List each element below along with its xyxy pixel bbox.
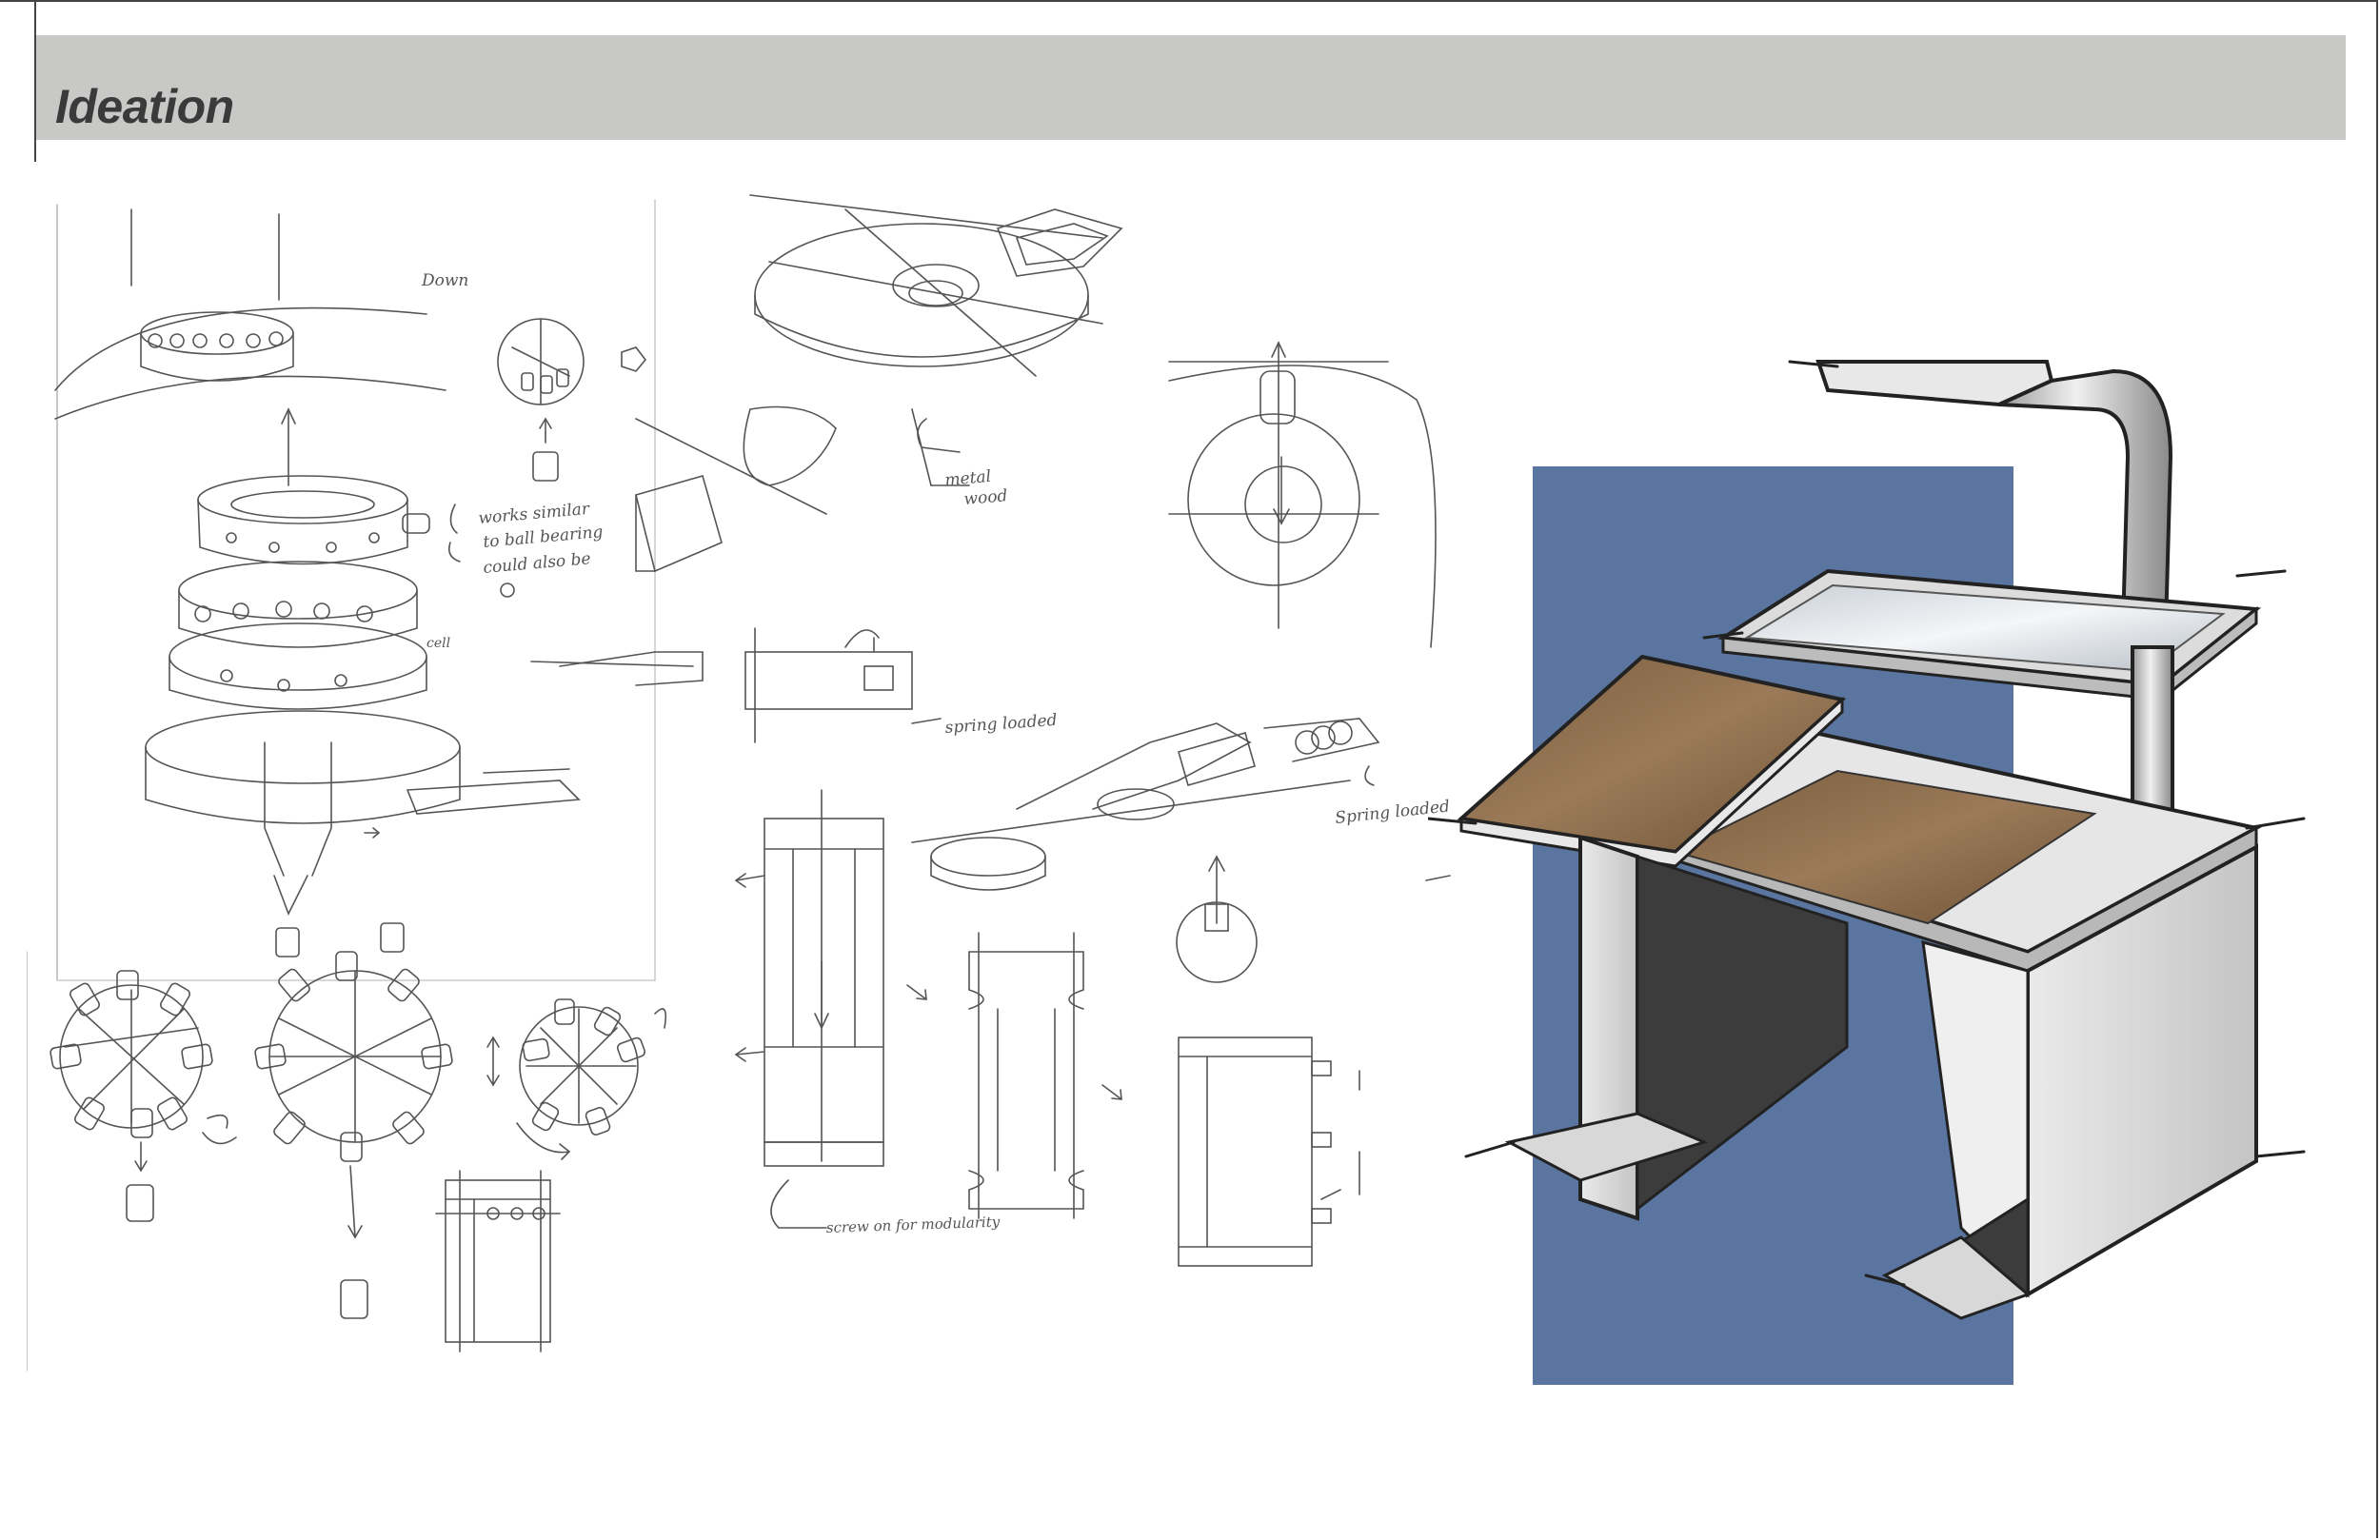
- desk-render: [1428, 360, 2306, 1385]
- sketch-annotations: Down works similar to ball bearing could…: [421, 271, 1451, 1236]
- arrow-dial-sketch: [1168, 341, 1437, 648]
- annotation-down: Down: [421, 271, 468, 290]
- peg-column-sketch: [1178, 1037, 1360, 1267]
- annotation-metal: metal: [944, 467, 992, 490]
- latch-sketch: [530, 627, 942, 743]
- annotation-works-similar: works similar: [478, 500, 591, 528]
- peg-block-sketch: [435, 1170, 561, 1352]
- sketch-lines: [27, 194, 1451, 1372]
- desk-leg-right: [1881, 843, 2258, 1320]
- sketch-sheet: Down works similar to ball bearing could…: [27, 194, 1451, 1372]
- ibeam-sketch: [906, 932, 1122, 1219]
- page-title: Ideation: [55, 80, 234, 133]
- frame-tick: [34, 0, 36, 162]
- column-sketch: [734, 789, 884, 1229]
- capsule-dial-sketch: [402, 318, 647, 598]
- wood-panel-flat: [1673, 769, 2097, 925]
- stacked-rings-sketch: [145, 475, 581, 958]
- disc-sketch: [635, 194, 1123, 573]
- annotation-ball-bearing: to ball bearing: [483, 523, 605, 552]
- construction-lines: [1428, 360, 2306, 1287]
- annotation-could-also-be: could also be: [483, 549, 592, 578]
- annotation-spring-loaded-1: spring loaded: [944, 711, 1058, 738]
- desk-leg-left: [1504, 835, 1849, 1221]
- spring-tube-sketch: [911, 718, 1451, 983]
- annotation-cell: cell: [426, 636, 450, 651]
- annotation-wood: wood: [963, 486, 1009, 509]
- header-bar: Ideation: [36, 35, 2346, 140]
- rotary-dial-sketches: [50, 951, 667, 1319]
- wood-panel-tilted: [1457, 654, 1847, 868]
- bearing-ring-sketch: [54, 208, 446, 486]
- annotation-screw-modularity: screw on for modularity: [826, 1214, 1002, 1236]
